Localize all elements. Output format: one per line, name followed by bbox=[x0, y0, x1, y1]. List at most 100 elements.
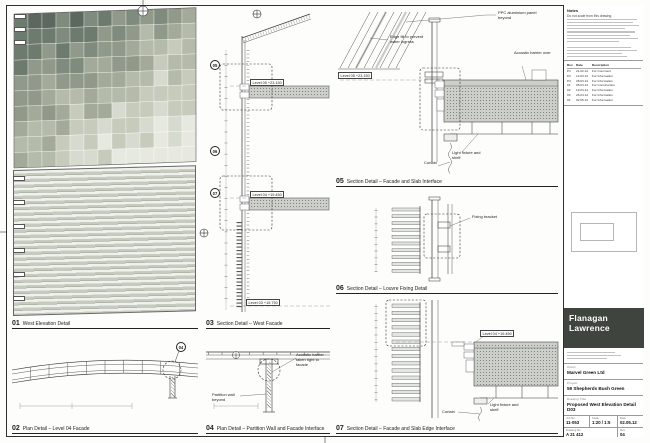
level-name: Level 04 bbox=[252, 192, 267, 197]
elevation-tile-grid bbox=[13, 7, 197, 169]
panel-number: 01 bbox=[12, 320, 20, 327]
divider bbox=[564, 395, 643, 396]
elevation-tag bbox=[14, 40, 26, 45]
text-line-placeholder bbox=[567, 19, 637, 21]
notes-heading: Notes bbox=[567, 8, 579, 13]
west-elevation-drawing bbox=[13, 7, 197, 169]
panel-name: Plan Detail – Level 04 Facade bbox=[22, 426, 90, 432]
title-block: Notes Do not scale from this drawing Rev… bbox=[563, 5, 644, 437]
firm-logo-block: Flanagan Lawrence bbox=[564, 308, 644, 348]
text-line-placeholder bbox=[567, 358, 607, 360]
callout-label: 07 bbox=[212, 190, 218, 196]
mullion bbox=[431, 300, 439, 418]
text-line-placeholder bbox=[567, 34, 630, 36]
detail-callout-05: 05 bbox=[210, 60, 220, 70]
roof-louvre-lines bbox=[338, 11, 427, 70]
rev-table-header: Rev Date Description bbox=[567, 63, 641, 69]
partition-insulation-hatch bbox=[267, 362, 271, 408]
panel-number: 04 bbox=[206, 425, 214, 432]
note-ppc-panel: PPC aluminium panel beyond bbox=[498, 10, 537, 20]
level-name: Level 03 bbox=[248, 300, 263, 305]
roof-hatch bbox=[242, 14, 311, 43]
datum-marker bbox=[232, 351, 240, 359]
note-acoustic-tight: Acoustic barrier taken tight to facade bbox=[296, 352, 324, 367]
divider bbox=[564, 105, 643, 106]
key-plan-shape bbox=[580, 223, 614, 241]
text-line-placeholder bbox=[567, 53, 622, 55]
detail-callout-06: 06 bbox=[210, 146, 220, 156]
firm-name-line2: Lawrence bbox=[569, 322, 610, 333]
slab-speckle bbox=[250, 199, 328, 209]
elevation-tag bbox=[13, 296, 25, 301]
project-name: 59 Shepherds Bush Green bbox=[567, 386, 625, 391]
mullion bbox=[428, 196, 453, 282]
client-label: Client bbox=[567, 365, 576, 369]
plan-level04-drawing bbox=[11, 347, 199, 409]
text-line-placeholder bbox=[567, 25, 639, 27]
text-line-placeholder bbox=[567, 355, 621, 357]
number-row: Drawing No A 21 412 Rev 04 bbox=[564, 427, 644, 437]
callout-ring-04 bbox=[162, 360, 182, 380]
rev-col: Rev bbox=[567, 63, 573, 67]
panel-name: Section Detail – Facade and Slab Interfa… bbox=[346, 179, 442, 185]
rev-label: Rev bbox=[620, 428, 625, 432]
panel-number: 05 bbox=[336, 178, 344, 185]
drawing-title-label: Drawing Title bbox=[567, 397, 587, 401]
panel-number: 03 bbox=[206, 320, 214, 327]
slab-edge-brackets bbox=[239, 83, 250, 211]
slab-edge-brackets bbox=[451, 341, 475, 373]
panel-name: Section Detail – Facade and Slab Edge In… bbox=[346, 426, 455, 432]
project-label: Project bbox=[567, 381, 578, 385]
louvre-blades bbox=[391, 303, 421, 402]
panel-title-01: 01 West Elevation Detail bbox=[12, 320, 198, 329]
level-datum: +23.150 bbox=[355, 73, 370, 78]
slab-speckle bbox=[476, 344, 558, 385]
divider bbox=[564, 415, 643, 416]
curtain-line bbox=[448, 142, 452, 174]
note-curtain: Curtain bbox=[442, 409, 455, 414]
panel-name: Section Detail – Louvre Fixing Detail bbox=[346, 286, 428, 292]
text-line-placeholder bbox=[567, 28, 625, 30]
divider bbox=[564, 363, 643, 364]
elevation-tag bbox=[13, 248, 25, 253]
callout-label: 06 bbox=[212, 148, 218, 154]
desc-col: Description bbox=[592, 63, 610, 67]
callout-box bbox=[423, 213, 461, 259]
job-label: Job No bbox=[566, 416, 575, 420]
plan-partition bbox=[168, 376, 177, 399]
text-line-placeholder bbox=[567, 56, 627, 58]
callout-label: 04 bbox=[178, 344, 184, 350]
scale-cell: Scale 1:20 / 1:5 bbox=[590, 415, 618, 427]
panel-title-05: 05 Section Detail – Facade and Slab Inte… bbox=[336, 178, 558, 187]
panel-name: Plan Detail – Partition Wall and Facade … bbox=[216, 426, 325, 432]
panel-title-07: 07 Section Detail – Facade and Slab Edge… bbox=[336, 425, 558, 434]
note-curtain: Curtain bbox=[424, 160, 437, 165]
date-value: 02.05.12 bbox=[620, 420, 637, 425]
ceiling bbox=[443, 122, 558, 142]
note-edge-fill: Edge fill to prevent water ingress bbox=[390, 34, 424, 44]
text-line-placeholder bbox=[567, 352, 615, 354]
date-col: Date bbox=[576, 63, 583, 67]
level-04-tag: Level 04 +19.450 bbox=[250, 191, 285, 199]
date-cell: Date 02.05.12 bbox=[618, 415, 644, 427]
text-line-placeholder bbox=[567, 40, 619, 42]
level-name: Level 04 bbox=[482, 331, 497, 336]
panel-title-03: 03 Section Detail – West Facade bbox=[206, 320, 330, 329]
level-name: Level 05 bbox=[252, 80, 267, 85]
level-name: Level 05 bbox=[340, 73, 355, 78]
panel-name: Section Detail – West Facade bbox=[216, 321, 283, 327]
client-name: Marvel Green Ltd bbox=[567, 370, 605, 375]
note-acoustic-over: Acoustic barrier over bbox=[514, 50, 551, 55]
panel-number: 07 bbox=[336, 425, 344, 432]
plan-partition-drawing bbox=[206, 351, 330, 413]
elevation-tag bbox=[13, 176, 25, 181]
slab-speckle bbox=[250, 87, 328, 97]
level-datum: +19.450 bbox=[267, 192, 282, 197]
